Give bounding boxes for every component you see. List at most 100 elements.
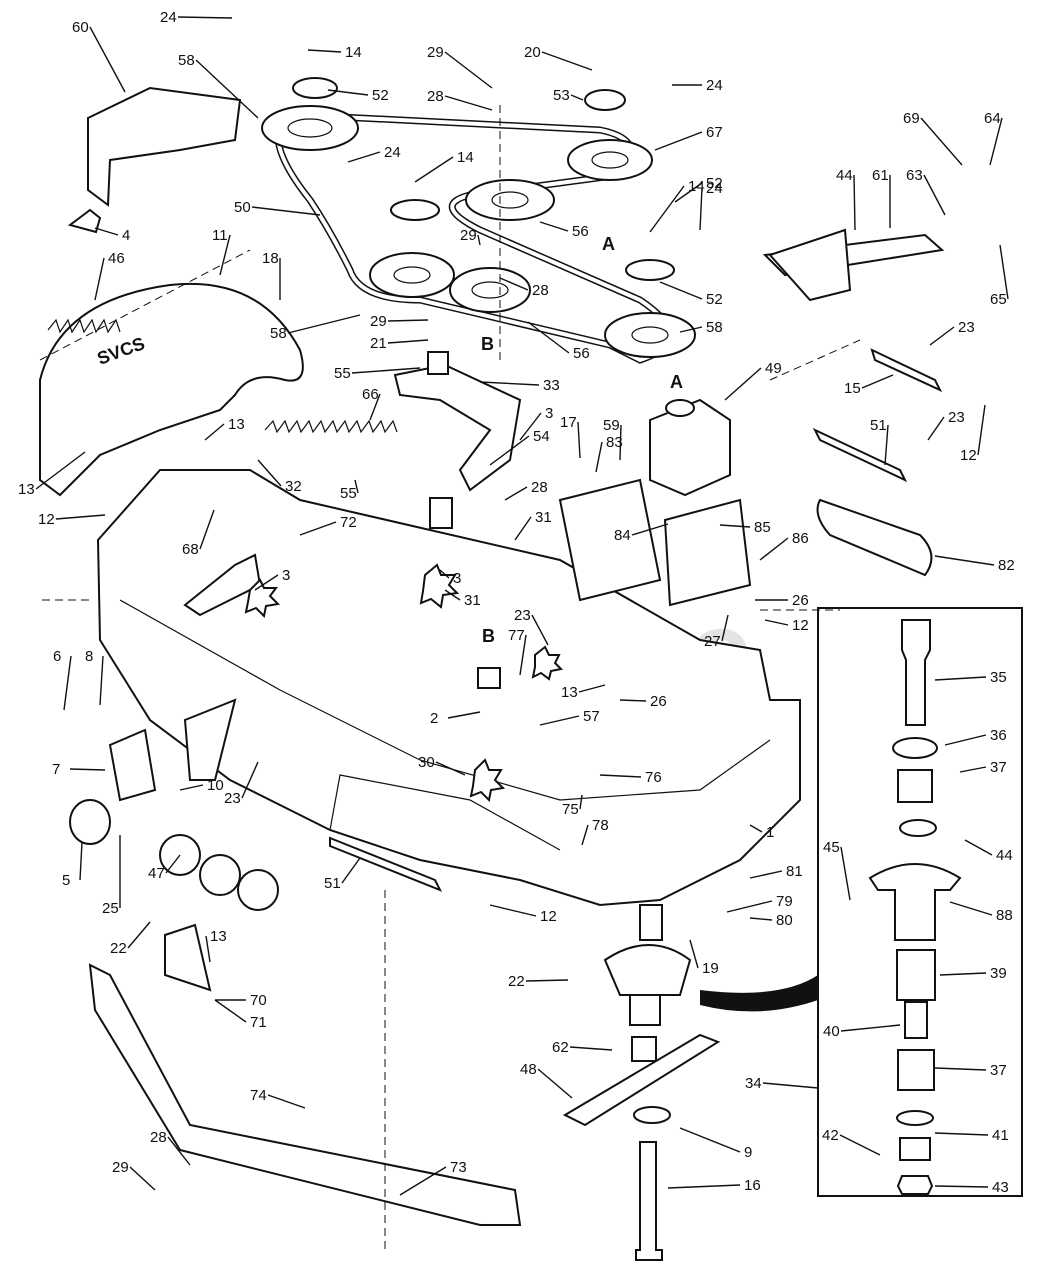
leader-line — [477, 234, 481, 246]
callout-58: 58 — [706, 319, 723, 336]
callout-64: 64 — [984, 110, 1001, 127]
leader-line — [884, 424, 889, 466]
leader-line — [689, 939, 699, 969]
callout-8: 8 — [85, 648, 93, 665]
callout-47: 47 — [148, 865, 165, 882]
callout-12: 12 — [38, 511, 55, 528]
callout-82: 82 — [998, 557, 1015, 574]
leader-line — [387, 339, 429, 344]
callout-29: 29 — [460, 227, 477, 244]
callout-66: 66 — [362, 386, 379, 403]
callout-29: 29 — [370, 313, 387, 330]
callout-28: 28 — [150, 1129, 167, 1146]
belt-pulley-assembly — [261, 77, 696, 364]
callout-34: 34 — [745, 1075, 762, 1092]
callout-51: 51 — [324, 875, 341, 892]
leader-line — [659, 281, 703, 300]
callout-12: 12 — [960, 447, 977, 464]
callout-50: 50 — [234, 199, 251, 216]
callout-56: 56 — [573, 345, 590, 362]
callout-28: 28 — [532, 282, 549, 299]
belt-shield-60 — [87, 86, 242, 207]
pulley-52-top — [292, 77, 338, 99]
section-letter-a-top: A — [602, 234, 615, 254]
leader-line — [129, 1166, 156, 1191]
leader-line — [999, 244, 1009, 300]
spacer-b — [477, 667, 501, 689]
bracket-left — [183, 698, 237, 781]
callout-29: 29 — [427, 44, 444, 61]
pulley-56-upper — [465, 179, 555, 221]
callout-43: 43 — [992, 1179, 1009, 1196]
bearing-55 — [427, 351, 449, 375]
spindle-exploded-inset — [868, 619, 962, 1195]
callout-20: 20 — [524, 44, 541, 61]
callout-37: 37 — [990, 1062, 1007, 1079]
leader-line — [699, 187, 703, 231]
callout-51: 51 — [870, 417, 887, 434]
callout-25: 25 — [102, 900, 119, 917]
callout-24: 24 — [706, 77, 723, 94]
callout-23: 23 — [958, 319, 975, 336]
leader-line — [537, 1068, 573, 1099]
leader-lines — [35, 16, 1009, 1196]
leader-line — [579, 794, 583, 810]
leader-line — [749, 870, 783, 879]
callout-1: 1 — [766, 824, 774, 841]
leader-line — [99, 655, 104, 706]
callout-24: 24 — [384, 144, 401, 161]
leader-line — [219, 234, 231, 276]
callout-77: 77 — [508, 627, 525, 644]
callout-35: 35 — [990, 669, 1007, 686]
leader-line — [531, 614, 549, 646]
callout-88: 88 — [996, 907, 1013, 924]
callout-18: 18 — [262, 250, 279, 267]
leader-line — [341, 857, 361, 884]
callout-4: 4 — [122, 227, 130, 244]
callout-9: 9 — [744, 1144, 752, 1161]
leader-line — [251, 206, 321, 216]
leader-line — [479, 381, 540, 386]
leader-line — [959, 766, 987, 773]
callout-48: 48 — [520, 1061, 537, 1078]
leader-line — [267, 1094, 306, 1109]
callout-12: 12 — [792, 617, 809, 634]
leader-line — [570, 94, 584, 101]
leader-line — [934, 1132, 989, 1136]
blade-star-3 — [244, 578, 281, 619]
leader-line — [619, 699, 647, 702]
leader-line — [519, 634, 527, 676]
seal-36 — [892, 737, 938, 759]
leader-line — [369, 393, 381, 421]
callout-74: 74 — [250, 1087, 267, 1104]
callout-14: 14 — [345, 44, 362, 61]
callout-61: 61 — [872, 167, 889, 184]
callout-44: 44 — [996, 847, 1013, 864]
leader-line — [444, 51, 493, 89]
leader-line — [934, 1067, 987, 1071]
callout-59: 59 — [603, 417, 620, 434]
callout-56: 56 — [572, 223, 589, 240]
callout-83: 83 — [606, 434, 623, 451]
section-letter-b-top: B — [481, 334, 494, 354]
leader-line — [351, 367, 421, 374]
callout-68: 68 — [182, 541, 199, 558]
callout-71: 71 — [250, 1014, 267, 1031]
leader-line — [929, 326, 955, 346]
leader-line — [569, 1046, 613, 1051]
leader-line — [94, 257, 105, 301]
callout-27: 27 — [704, 633, 721, 650]
leader-line — [519, 412, 542, 441]
leader-line — [939, 972, 987, 976]
leader-line — [444, 95, 493, 111]
leader-line — [920, 117, 963, 166]
leader-line — [69, 768, 106, 771]
callout-65: 65 — [990, 291, 1007, 308]
leader-line — [726, 900, 773, 913]
leader-line — [214, 999, 247, 1023]
pulley-53 — [584, 89, 626, 111]
leader-line — [840, 1024, 901, 1032]
roller-assembly-right — [762, 228, 945, 577]
callout-57: 57 — [583, 708, 600, 725]
